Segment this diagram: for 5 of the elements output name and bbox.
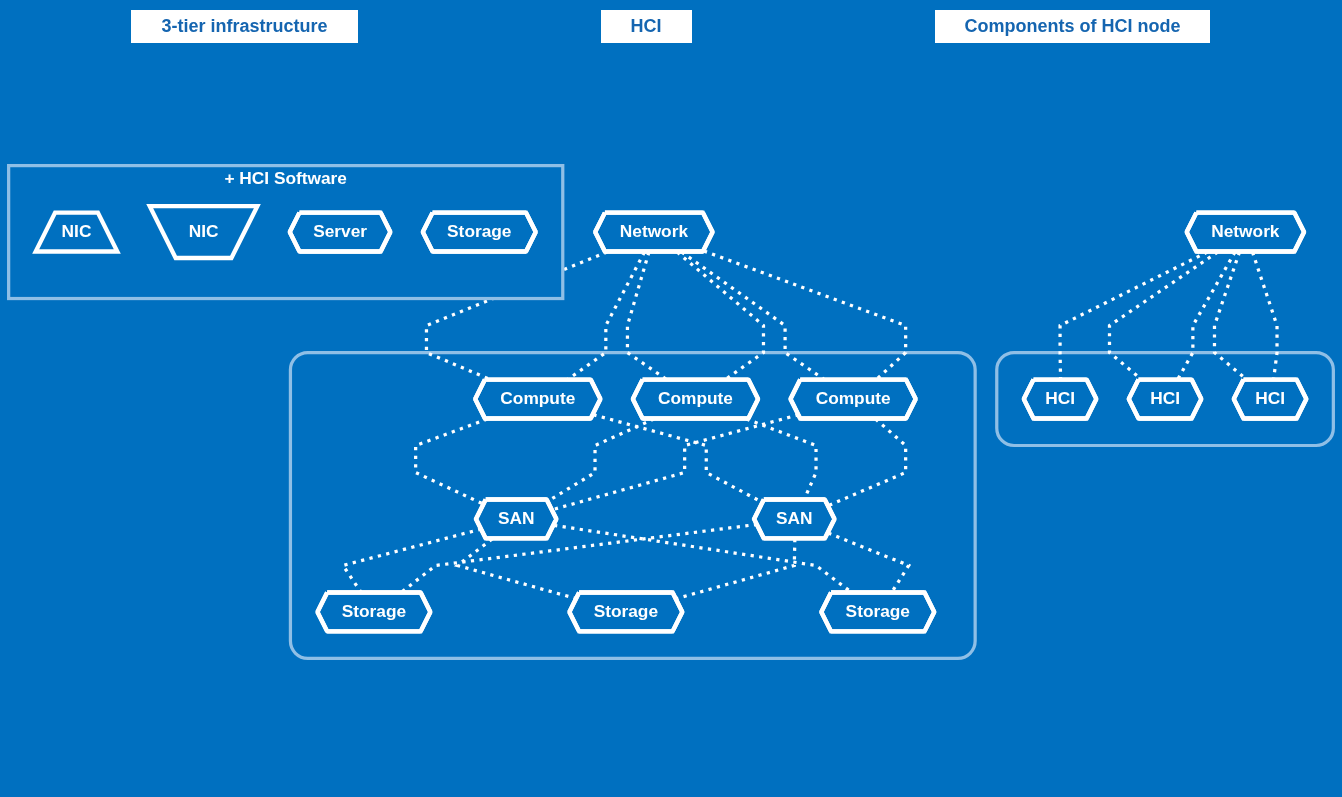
cluster xyxy=(995,350,1335,448)
panel-heading: HCI xyxy=(600,10,692,43)
cluster xyxy=(288,350,977,660)
panel-heading: 3-tier infrastructure xyxy=(131,10,358,43)
panel-heading: Components of HCI node xyxy=(934,10,1211,43)
